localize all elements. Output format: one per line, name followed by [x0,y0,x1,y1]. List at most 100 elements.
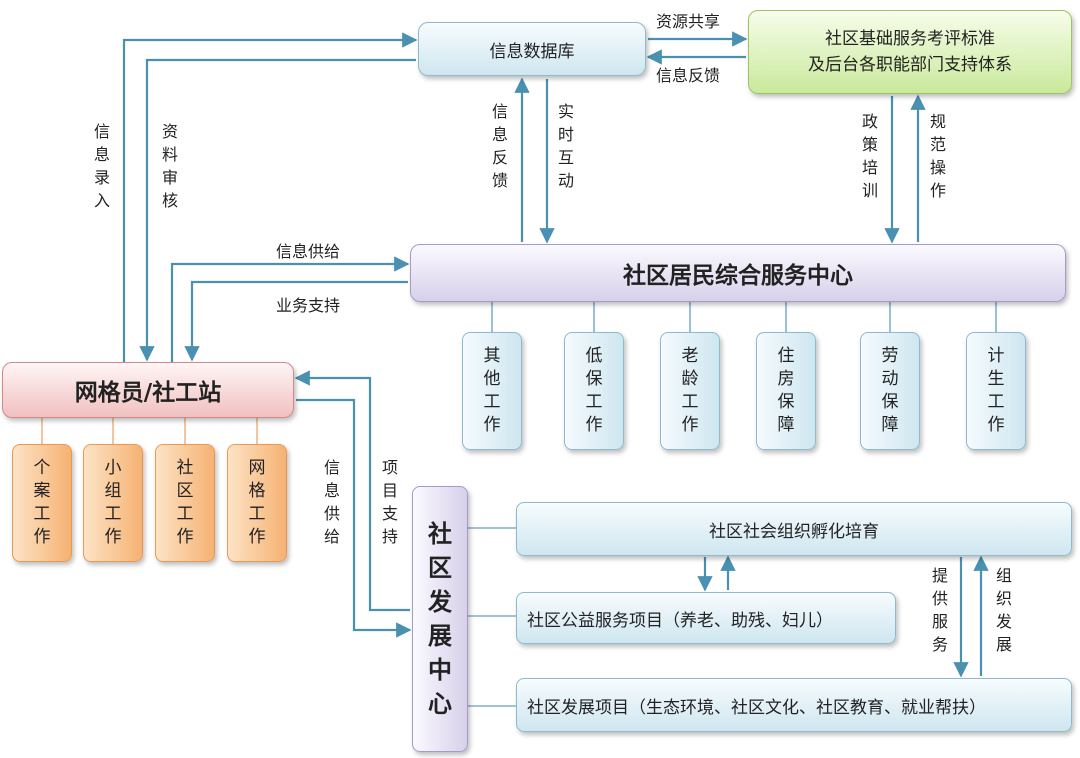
arrow-info-supply [170,256,410,362]
label-char: 反 [491,148,508,167]
label-char: 发 [995,612,1012,631]
label-policy-training: 政 策 培 训 [860,110,880,202]
arrow-data-review [139,58,416,362]
welfare-projects-node[interactable]: 社区公益服务项目（养老、助残、妇儿） [516,592,896,644]
dev-projects-label: 社区发展项目（生态环境、社区文化、社区教育、就业帮扶） [527,697,986,718]
service-item-char: 保 [881,392,899,412]
label-char: 信 [323,458,340,477]
grid-item-char: 作 [248,527,266,547]
service-item-char: 作 [483,415,501,435]
label-char: 范 [929,135,946,154]
service-item-char: 龄 [681,369,699,389]
incubation-node[interactable]: 社区社会组织孵化培育 [516,502,1072,556]
grid-item-char: 案 [33,481,51,501]
service-item-char: 保 [585,369,603,389]
service-item-housing[interactable]: 住 房 保 障 [756,332,816,450]
service-item-other[interactable]: 其 他 工 作 [462,332,522,450]
service-item-labor[interactable]: 劳 动 保 障 [860,332,920,450]
label-data-review: 资 料 审 核 [160,120,180,212]
grid-item-char: 区 [176,481,194,501]
label-resource-sharing: 资源共享 [656,12,721,31]
label-char: 策 [861,135,878,154]
grid-item-char: 作 [104,527,122,547]
label-char: 料 [161,145,178,164]
label-char: 培 [861,158,878,177]
arrow-info-entry [122,32,418,362]
service-item-char: 劳 [881,346,899,366]
grid-station-label: 网格员/社工站 [74,380,222,406]
dev-center-char: 展 [428,622,452,650]
grid-item-char: 小 [104,458,122,478]
label-char: 展 [995,635,1012,654]
grid-item-char: 工 [104,504,122,524]
grid-item-char: 工 [248,504,266,524]
label-char: 规 [929,112,946,131]
label-project-support: 项 目 支 持 [380,456,400,548]
label-org-dev: 组 织 发 展 [994,564,1014,656]
service-item-char: 动 [881,369,899,389]
arrow-business-support [184,280,408,362]
grid-item-char: 作 [33,527,51,547]
label-info-feedback-v: 信 息 反 馈 [490,100,510,192]
dev-center-char: 发 [428,588,452,616]
arrow-info-supply-v [296,398,412,638]
grid-item-char: 个 [33,458,51,478]
service-item-char: 工 [681,392,699,412]
database-label: 信息数据库 [489,41,575,62]
label-info-supply: 信息供给 [276,242,341,261]
service-item-char: 障 [777,415,795,435]
grid-item-group[interactable]: 小 组 工 作 [83,444,143,562]
label-char: 入 [93,191,110,210]
label-char: 目 [381,481,398,500]
service-item-low-income[interactable]: 低 保 工 作 [564,332,624,450]
label-char: 信 [491,102,508,121]
grid-item-grid[interactable]: 网 格 工 作 [227,444,287,562]
service-item-char: 工 [585,392,603,412]
label-char: 资 [161,122,178,141]
service-item-char: 工 [483,392,501,412]
service-item-char: 工 [987,392,1005,412]
label-char: 供 [323,504,340,523]
dev-center-char: 中 [428,656,452,684]
label-standard-ops: 规 范 操 作 [928,110,948,202]
dev-center-char: 社 [428,520,452,548]
grid-item-case[interactable]: 个 案 工 作 [12,444,72,562]
label-char: 提 [931,566,948,585]
service-center-node[interactable]: 社区居民综合服务中心 [410,244,1066,302]
grid-item-char: 网 [248,458,266,478]
label-char: 政 [861,112,878,131]
incubation-label: 社区社会组织孵化培育 [709,521,879,542]
service-item-char: 作 [681,415,699,435]
label-char: 项 [381,458,398,477]
label-char: 互 [557,148,574,167]
service-center-label: 社区居民综合服务中心 [623,263,853,289]
label-provide-service: 提 供 服 务 [930,564,950,656]
service-item-char: 他 [483,369,501,389]
service-item-char: 其 [483,346,501,366]
service-item-char: 保 [777,392,795,412]
service-item-family-planning[interactable]: 计 生 工 作 [966,332,1026,450]
label-char: 动 [557,171,574,190]
label-char: 时 [557,125,574,144]
label-char: 组 [995,566,1012,585]
dev-center-node[interactable]: 社 区 发 展 中 心 [412,486,468,752]
grid-item-community[interactable]: 社 区 工 作 [155,444,215,562]
label-char: 训 [861,181,878,200]
label-char: 实 [557,102,574,121]
service-item-char: 老 [681,346,699,366]
service-item-char: 低 [585,346,603,366]
service-item-char: 生 [987,369,1005,389]
standards-node[interactable]: 社区基础服务考评标准 及后台各职能部门支持体系 [748,10,1072,94]
grid-item-char: 作 [176,527,194,547]
grid-station-node[interactable]: 网格员/社工站 [2,362,294,418]
label-char: 核 [161,191,178,210]
label-char: 供 [931,589,948,608]
service-item-char: 作 [987,415,1005,435]
dev-center-char: 区 [428,554,452,582]
database-node[interactable]: 信息数据库 [418,22,646,76]
service-item-elderly[interactable]: 老 龄 工 作 [660,332,720,450]
grid-item-char: 社 [176,458,194,478]
dev-projects-node[interactable]: 社区发展项目（生态环境、社区文化、社区教育、就业帮扶） [516,678,1072,732]
label-char: 息 [93,145,110,164]
